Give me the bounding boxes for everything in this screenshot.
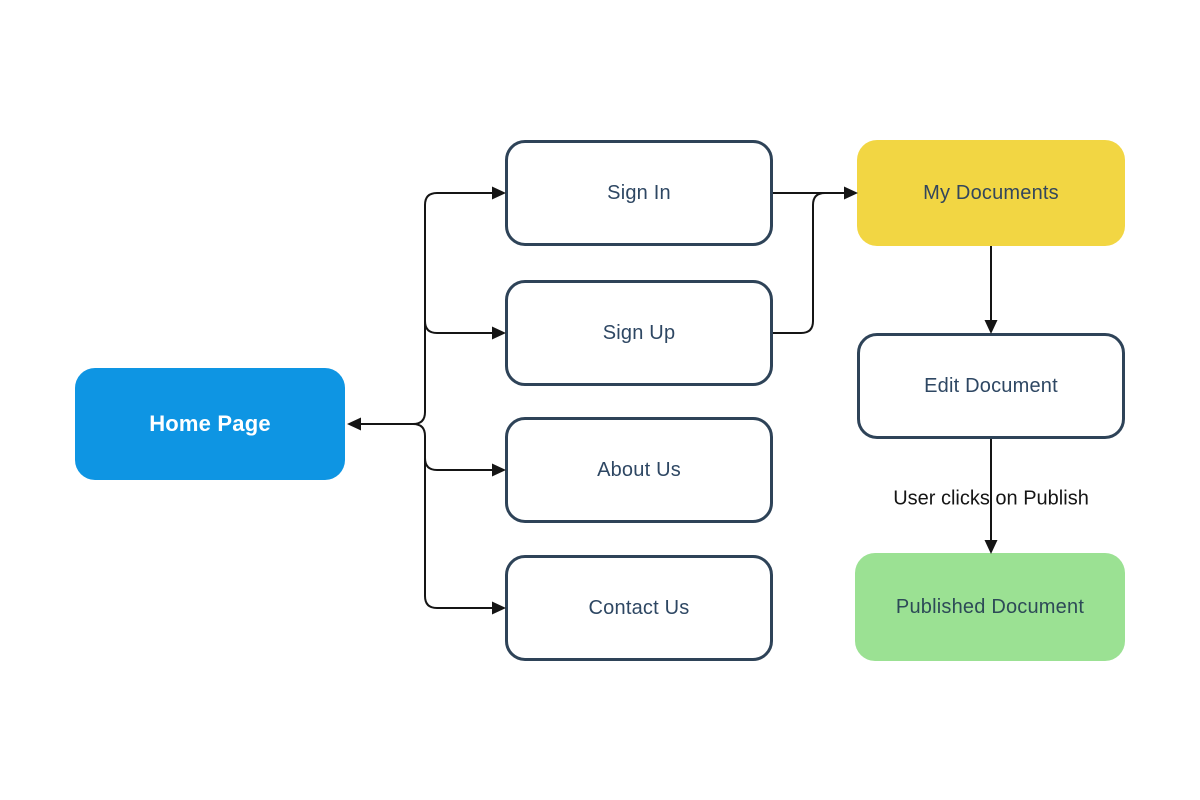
edge-branch-about-us bbox=[424, 457, 492, 471]
arrowhead-into-about-us bbox=[492, 463, 506, 477]
node-about-us[interactable]: About Us bbox=[505, 417, 773, 523]
edge-branch-sign-up bbox=[424, 320, 492, 334]
node-sign-in-label: Sign In bbox=[607, 181, 671, 204]
arrowhead-into-sign-in bbox=[492, 186, 506, 200]
arrowhead-into-contact-us bbox=[492, 601, 506, 615]
node-edit-document[interactable]: Edit Document bbox=[857, 333, 1125, 439]
node-home-page[interactable]: Home Page bbox=[75, 368, 345, 480]
node-published-document[interactable]: Published Document bbox=[855, 553, 1125, 661]
edge-trunk-upper bbox=[361, 192, 492, 425]
node-home-page-label: Home Page bbox=[149, 411, 271, 436]
node-my-documents[interactable]: My Documents bbox=[857, 140, 1125, 246]
arrowhead-into-home-page bbox=[347, 417, 361, 431]
arrowhead-into-edit-document bbox=[984, 320, 998, 334]
edge-sign-up-to-my-documents bbox=[773, 192, 826, 334]
node-contact-us-label: Contact Us bbox=[588, 596, 690, 619]
edge-label-user-clicks-publish[interactable]: User clicks on Publish bbox=[893, 487, 1089, 510]
node-my-documents-label: My Documents bbox=[923, 181, 1059, 204]
node-edit-document-label: Edit Document bbox=[924, 374, 1058, 397]
arrowhead-into-sign-up bbox=[492, 326, 506, 340]
arrowhead-into-published-document bbox=[984, 540, 998, 554]
edge-trunk-lower bbox=[412, 423, 492, 609]
node-contact-us[interactable]: Contact Us bbox=[505, 555, 773, 661]
node-published-document-label: Published Document bbox=[895, 595, 1085, 618]
node-about-us-label: About Us bbox=[597, 458, 681, 481]
node-sign-in[interactable]: Sign In bbox=[505, 140, 773, 246]
node-sign-up-label: Sign Up bbox=[602, 321, 676, 344]
node-sign-up[interactable]: Sign Up bbox=[505, 280, 773, 386]
arrowhead-into-my-documents bbox=[844, 186, 858, 200]
